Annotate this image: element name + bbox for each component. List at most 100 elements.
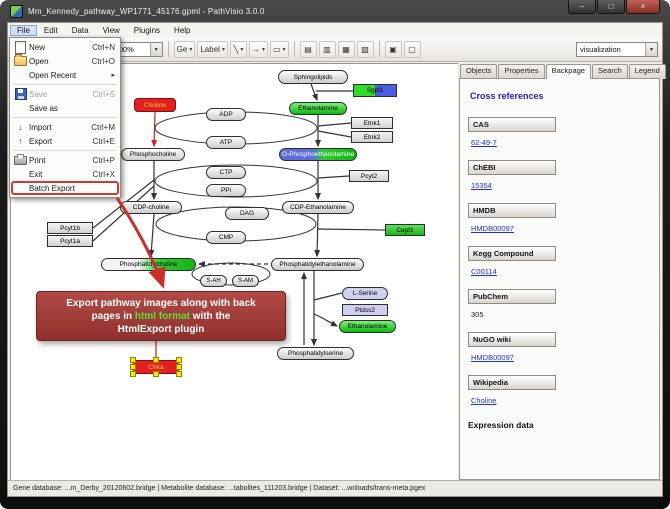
selection-handle[interactable] xyxy=(130,357,136,363)
node-sphingolipids[interactable]: Sphingolipids xyxy=(278,70,348,84)
menu-view[interactable]: View xyxy=(102,25,120,35)
print-icon xyxy=(14,153,27,165)
distribute-horizontal-button[interactable]: ▦ xyxy=(337,40,355,58)
xref-header-wikipedia: Wikipedia xyxy=(468,375,556,390)
node-ethanolamine[interactable]: Ethanolamine xyxy=(289,102,347,115)
statusbar: Gene database: ...m_Derby_20120602.bridg… xyxy=(8,480,662,496)
node-adp[interactable]: ADP xyxy=(206,108,246,121)
statusbar-text: Gene database: ...m_Derby_20120602.bridg… xyxy=(13,485,426,492)
node-l-serine[interactable]: L-Serine xyxy=(342,287,388,300)
file-menu-item-batch-export[interactable]: Batch Export xyxy=(11,181,119,195)
xref-header-kegg-compound: Kegg Compound xyxy=(468,246,556,261)
node-pcyt1b[interactable]: Pcyt1b xyxy=(47,222,93,234)
menu-file[interactable]: File xyxy=(10,24,37,36)
node-ctp[interactable]: CTP xyxy=(206,166,246,179)
menu-plugins[interactable]: Plugins xyxy=(133,25,161,35)
node-cmp[interactable]: CMP xyxy=(206,231,246,244)
tab-properties[interactable]: Properties xyxy=(498,64,545,79)
selection-handle[interactable] xyxy=(130,371,136,377)
node-etnk1[interactable]: Etnk1 xyxy=(351,117,393,129)
node-s-ah[interactable]: S-AH xyxy=(200,275,227,287)
menu-item-label: Open xyxy=(29,56,49,66)
selection-handle[interactable] xyxy=(176,371,182,377)
xref-header-nugo-wiki: NuGO wiki xyxy=(468,332,556,347)
xref-link-nugo-wiki[interactable]: HMDB00097 xyxy=(471,353,514,362)
distribute-vertical-button[interactable]: ▧ xyxy=(356,40,374,58)
selection-handle[interactable] xyxy=(176,364,182,370)
selection-handle[interactable] xyxy=(153,371,159,377)
zoom-select[interactable]: 100%▾ xyxy=(110,41,163,57)
chevron-down-icon[interactable]: ▾ xyxy=(149,42,162,56)
xref-link-kegg-compound[interactable]: C00114 xyxy=(471,267,497,276)
file-menu-item-open-recent[interactable]: Open Recent▸ xyxy=(11,68,119,82)
print-glyph xyxy=(14,153,27,165)
node-sgpl1[interactable]: Sgpl1 xyxy=(353,84,397,97)
xref-link-chebi[interactable]: 15354 xyxy=(471,181,492,190)
node-phosphatidylethanolamine[interactable]: Phosphatidylethanolamine xyxy=(271,258,364,271)
node-s-am[interactable]: S-AM xyxy=(232,275,259,287)
node-phosphatidylserine[interactable]: Phosphatidylserine xyxy=(277,347,354,360)
node-cept1[interactable]: Cept1 xyxy=(385,224,425,236)
selection-handle[interactable] xyxy=(130,364,136,370)
import-glyph: ↓ xyxy=(18,121,23,132)
tab-search[interactable]: Search xyxy=(591,64,628,79)
node-ppi[interactable]: PPi xyxy=(206,184,246,197)
xref-link-cas[interactable]: 62-49-7 xyxy=(471,138,497,147)
node-pcyt1a[interactable]: Pcyt1a xyxy=(47,235,93,247)
maximize-button[interactable]: □ xyxy=(597,0,625,14)
node-ptdss2[interactable]: Ptdss2 xyxy=(342,304,388,316)
stack-horizontal-button[interactable]: ▣ xyxy=(384,40,402,58)
menu-help[interactable]: Help xyxy=(174,25,191,35)
node-dag[interactable]: DAG xyxy=(225,207,269,220)
arrow-tool-button[interactable]: →▾ xyxy=(248,40,268,58)
node-phosphocholine[interactable]: Phosphocholine xyxy=(121,148,185,161)
xref-value-pubchem: 305 xyxy=(471,310,484,319)
label-tool-button[interactable]: Label▾ xyxy=(197,40,228,58)
file-menu-item-save-as[interactable]: Save as xyxy=(11,101,119,115)
selection-handle[interactable] xyxy=(153,357,159,363)
line-tool-button[interactable]: ╲▾ xyxy=(229,40,247,58)
node-phosphatidylcholine[interactable]: Phosphatidylcholine xyxy=(101,258,196,271)
html-format-highlight: html format xyxy=(134,310,190,322)
chevron-down-icon[interactable]: ▾ xyxy=(645,42,657,56)
node-cdp-ethanolamine[interactable]: CDP-Ethanolamine xyxy=(282,201,354,214)
shape-tool-button[interactable]: ▭▾ xyxy=(269,40,289,58)
node-pcyt2[interactable]: Pcyt2 xyxy=(349,170,389,182)
node-atp[interactable]: ATP xyxy=(206,136,246,149)
xref-link-wikipedia[interactable]: Choline xyxy=(471,396,497,405)
line-tool-button-glyph: ╲ xyxy=(233,44,239,54)
node-o-phosphoethanolamine[interactable]: O-Phosphoethanolamine xyxy=(279,148,357,161)
datanode-tool-button[interactable]: Ge▾ xyxy=(173,40,196,58)
tab-legend[interactable]: Legend xyxy=(628,64,666,79)
stack-vertical-button[interactable]: ▢ xyxy=(403,40,421,58)
node-choline[interactable]: Choline xyxy=(134,98,176,112)
menu-edit[interactable]: Edit xyxy=(43,25,58,35)
node-ethanolamine[interactable]: Ethanolamine xyxy=(339,320,396,333)
menubar: File Edit Data View Plugins Help xyxy=(8,23,662,38)
align-vertical-button[interactable]: ▥ xyxy=(318,40,336,58)
xref-link-hmdb[interactable]: HMDB00097 xyxy=(471,224,514,233)
tab-backpage[interactable]: Backpage xyxy=(545,64,591,79)
node-cdp-choline[interactable]: CDP-choline xyxy=(120,201,182,214)
menu-shortcut: Ctrl+S xyxy=(92,89,115,99)
titlebar[interactable]: Mm_Kennedy_pathway_WP1771_45176.gpml - P… xyxy=(0,0,670,22)
align-horizontal-button[interactable]: ▤ xyxy=(299,40,317,58)
node-etnk2[interactable]: Etnk2 xyxy=(351,131,393,143)
minimize-button[interactable]: – xyxy=(568,0,596,14)
menu-item-label: New xyxy=(29,42,46,52)
visualization-select[interactable]: visualization▾ xyxy=(576,41,658,57)
tab-objects[interactable]: Objects xyxy=(460,64,498,79)
selection-handle[interactable] xyxy=(176,357,182,363)
menu-data[interactable]: Data xyxy=(71,25,89,35)
close-button[interactable]: × xyxy=(626,0,660,14)
